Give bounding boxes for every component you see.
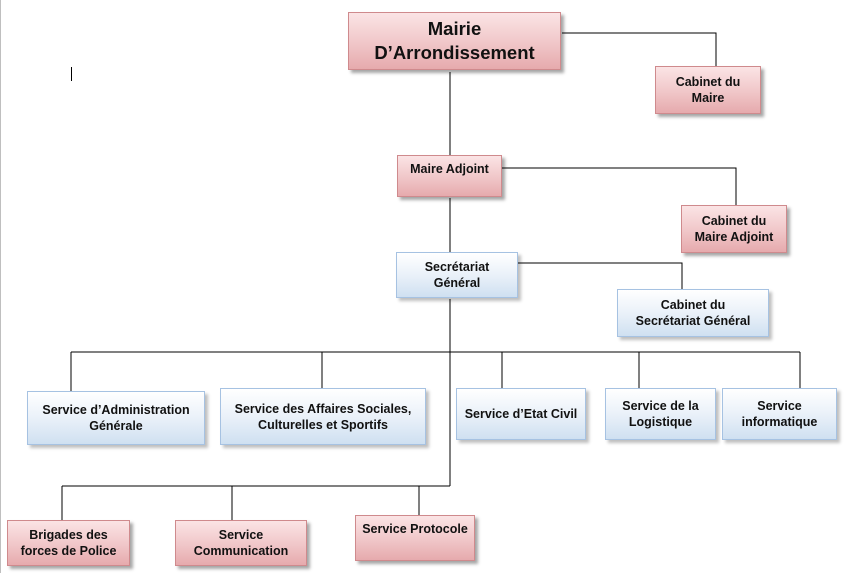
connector-mairie-cabinet <box>562 32 717 66</box>
text-cursor <box>71 67 72 81</box>
connector-adjoint-cabinet <box>502 167 737 205</box>
node-cabinet-maire-adjoint: Cabinet du Maire Adjoint <box>681 205 787 253</box>
node-mairie-arrondissement: Mairie D’Arrondissement <box>348 12 561 70</box>
node-service-informatique: Service informatique <box>722 388 837 440</box>
node-service-communication: Service Communication <box>175 520 307 566</box>
node-service-affaires-sociales: Service des Affaires Sociales, Culturell… <box>220 388 426 445</box>
node-cabinet-maire: Cabinet du Maire <box>655 66 761 114</box>
connector-secretariat-cabinet <box>518 262 683 289</box>
node-service-protocole: Service Protocole <box>355 515 475 561</box>
node-brigades-police: Brigades des forces de Police <box>7 520 130 566</box>
node-maire-adjoint: Maire Adjoint <box>397 155 502 197</box>
node-service-etat-civil: Service d’Etat Civil <box>456 388 586 440</box>
node-secretariat-general: Secrétariat Général <box>396 252 518 298</box>
node-service-administration: Service d’Administration Générale <box>27 391 205 445</box>
node-service-logistique: Service de la Logistique <box>605 388 716 440</box>
node-cabinet-secretariat: Cabinet du Secrétariat Général <box>617 289 769 337</box>
page-left-border <box>0 0 1 573</box>
